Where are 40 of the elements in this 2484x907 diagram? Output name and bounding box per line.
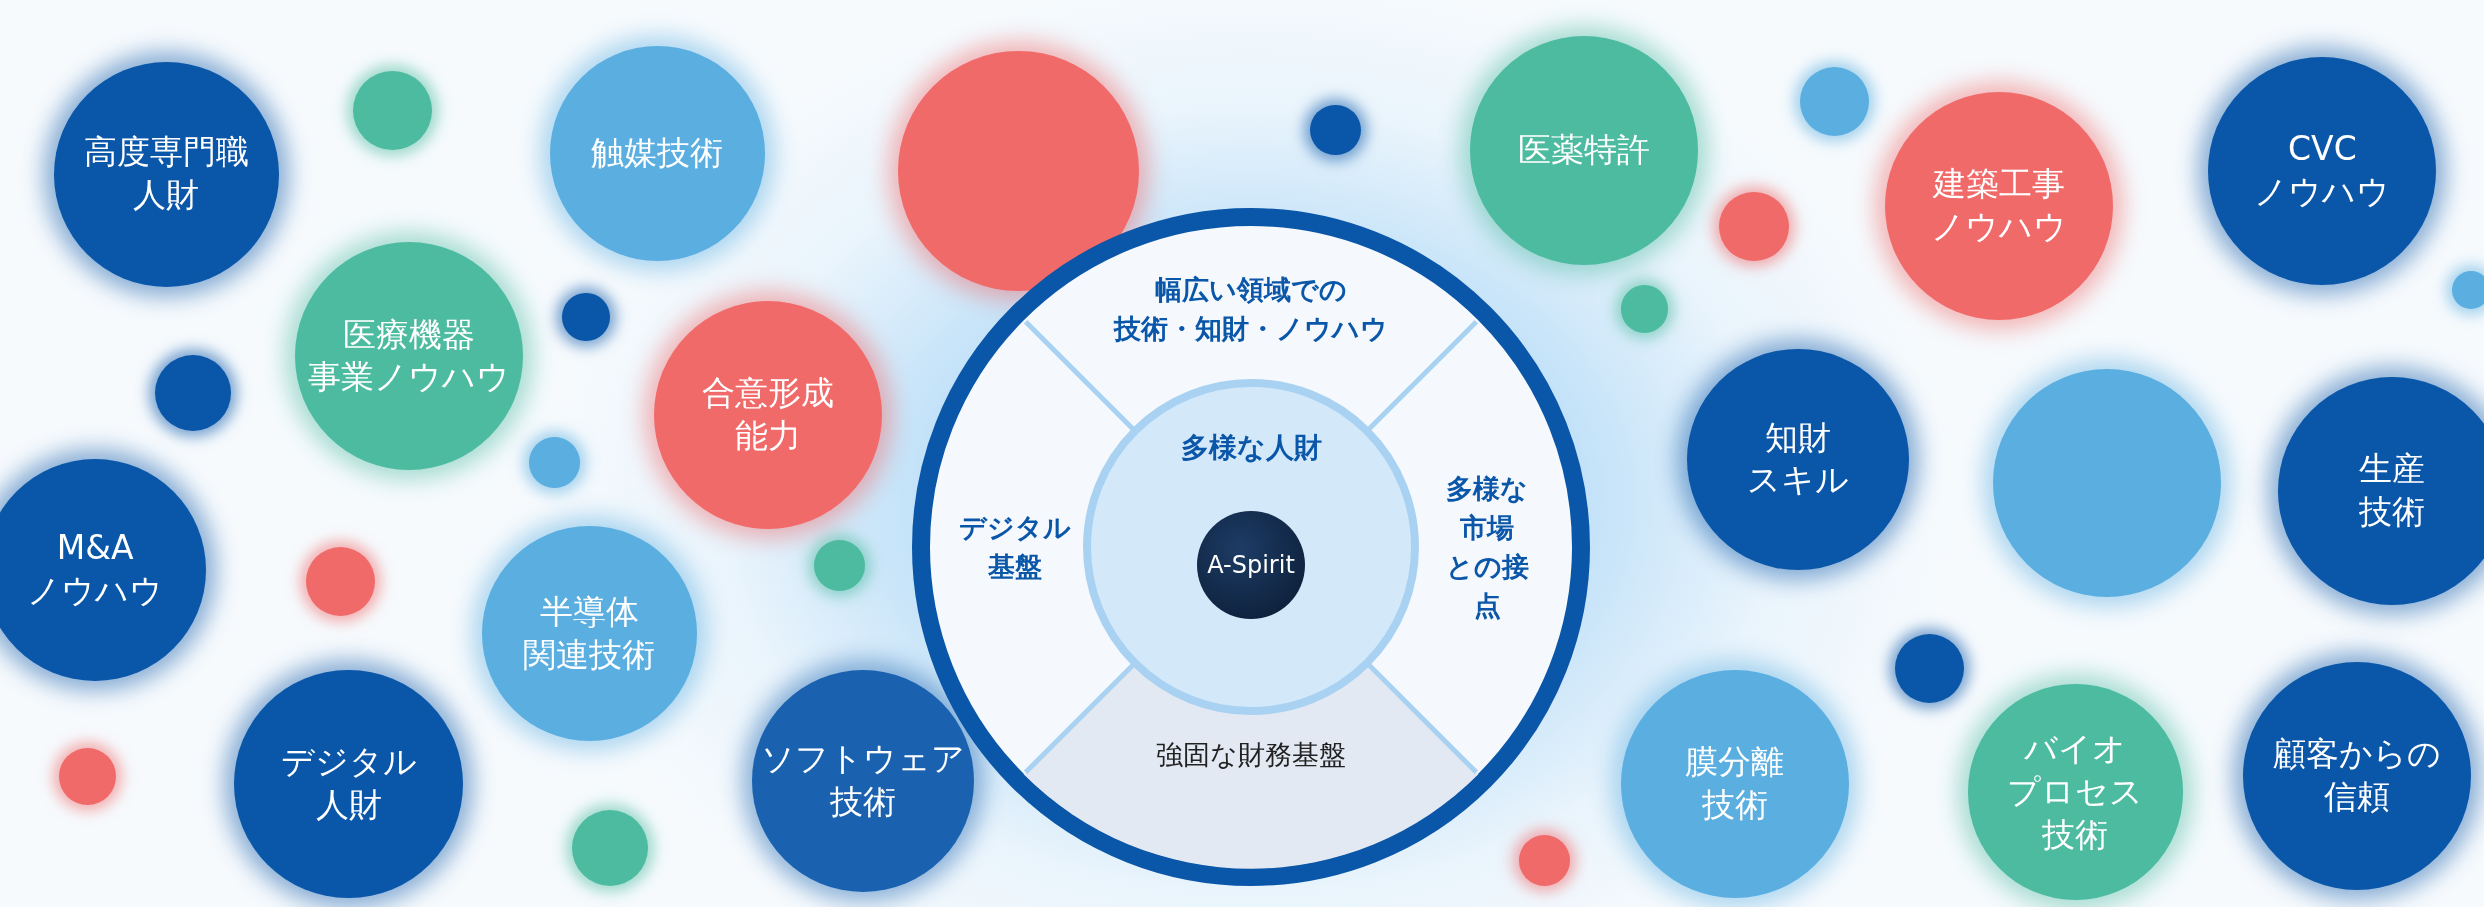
node-text: CVC ノウハウ — [2254, 128, 2391, 214]
circle-node — [1620, 670, 1849, 899]
node-text: デジタル人財 — [280, 741, 417, 827]
segment-text: 強固な財務基盤 — [1156, 735, 1346, 775]
node-text: 建築工事ノウハウ — [1931, 163, 2068, 248]
segment-text: 幅広い領域での技術・知財・ノウハウ — [1114, 269, 1388, 349]
node-text: 高度専門職人財 — [83, 131, 249, 217]
circle-node — [1992, 369, 2221, 598]
node-text: 触媒技術 — [591, 132, 724, 175]
circle-node — [752, 670, 975, 892]
circle-node — [2278, 377, 2484, 606]
node-text: 多様な人財 — [1179, 430, 1323, 466]
circle-node — [1687, 348, 1909, 571]
circle-node — [2208, 57, 2437, 286]
circle-node — [898, 50, 1139, 292]
node-text: ソフトウェア技術 — [761, 738, 966, 823]
circle-node — [654, 301, 883, 530]
node-text: 医薬特許 — [1518, 129, 1651, 172]
segment-text: 多様な市場との接点 — [1434, 468, 1540, 626]
circle-node — [1470, 36, 1699, 265]
circle-node — [549, 45, 766, 262]
node-text: 合意形成能力 — [702, 372, 835, 458]
node-text: 半導体関連技術 — [523, 590, 656, 676]
segment-text: デジタル基盤 — [959, 507, 1071, 587]
circle-node — [2243, 662, 2472, 891]
node-text: 生産技術 — [2359, 448, 2426, 534]
circle-node — [53, 61, 279, 287]
circle-node — [0, 459, 206, 682]
node-text: バイオプロセス技術 — [2007, 727, 2144, 856]
circle-node — [1967, 684, 2183, 900]
circle-node — [234, 670, 463, 899]
node-text: 膜分離技術 — [1685, 741, 1785, 827]
node-text: M&A ノウハウ — [27, 527, 164, 613]
node-text: 顧客からの信頼 — [2273, 733, 2442, 819]
circle-node — [481, 525, 697, 742]
circle-node — [1885, 91, 2114, 320]
circle-node — [294, 242, 523, 471]
node-text: A-Spirit — [1207, 551, 1295, 579]
node-text: 医療機器事業ノウハウ — [307, 313, 510, 399]
node-text: 知財スキル — [1747, 416, 1850, 502]
